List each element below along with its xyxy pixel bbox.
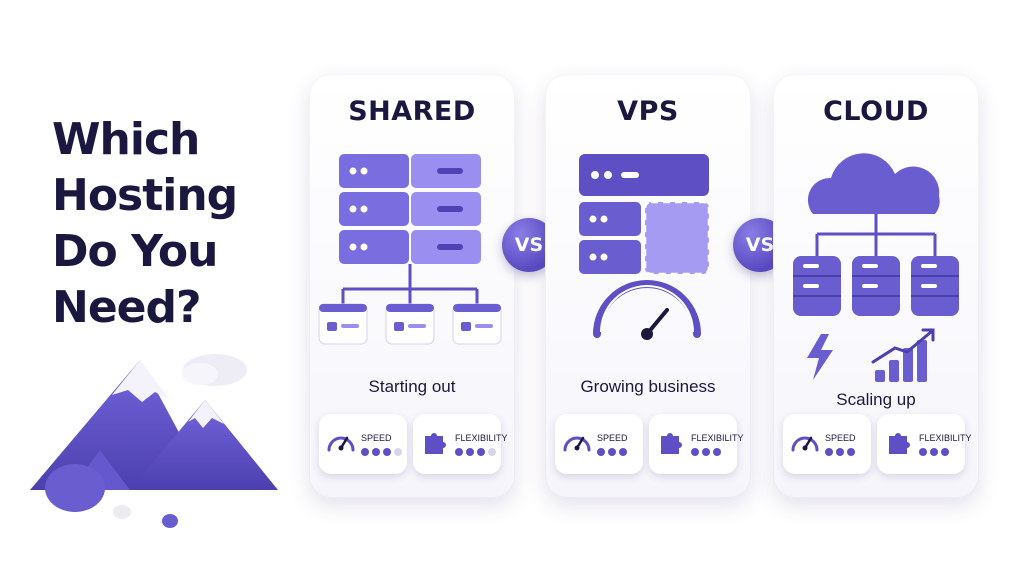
server-stack-shared-icon [318, 154, 502, 345]
metric-flexibility: FLEXIBILITY [649, 414, 744, 474]
rating-dot [691, 448, 699, 456]
headline: Which Hosting Do You Need? [52, 112, 292, 336]
rating-dots [455, 448, 496, 456]
rating-dot [361, 448, 369, 456]
rating-dot [597, 448, 605, 456]
metric-speed: SPEED [319, 414, 407, 474]
card-caption: Starting out [368, 377, 456, 396]
speedometer-icon [563, 436, 591, 452]
cloud-network-icon [793, 153, 959, 382]
speedometer-icon [791, 436, 819, 452]
metric-flexibility: FLEXIBILITY [413, 414, 508, 474]
headline-line: Hosting [52, 170, 238, 221]
metric-flexibility: FLEXIBILITY [877, 414, 972, 474]
rating-dots [691, 448, 721, 456]
headline-line: Need? [52, 282, 202, 333]
metric-speed: SPEED [555, 414, 643, 474]
rating-dot [394, 448, 402, 456]
card-title: CLOUD [823, 96, 929, 127]
hosting-card-vps[interactable]: VPS Growing business SPEED FLEXIBILITY [545, 74, 751, 498]
card-caption: Growing business [580, 377, 716, 396]
puzzle-icon [425, 433, 446, 454]
rating-dot [608, 448, 616, 456]
rating-dot [477, 448, 485, 456]
rating-dot [702, 448, 710, 456]
rating-dots [825, 448, 855, 456]
rating-dot [619, 448, 627, 456]
speedometer-icon [327, 436, 355, 452]
rating-dot [466, 448, 474, 456]
metric-label: SPEED [597, 433, 628, 443]
hosting-card-cloud[interactable]: CLOUD Scaling up [773, 74, 979, 498]
server-partition-icon [579, 154, 711, 340]
rating-dot [847, 448, 855, 456]
card-title: SHARED [348, 96, 476, 127]
puzzle-icon [661, 433, 682, 454]
puzzle-icon [889, 433, 910, 454]
headline-line: Which [52, 114, 200, 165]
rating-dot [383, 448, 391, 456]
rating-dot [825, 448, 833, 456]
metric-speed: SPEED [783, 414, 871, 474]
rating-dot [836, 448, 844, 456]
rating-dots [361, 448, 402, 456]
rating-dot [713, 448, 721, 456]
headline-line: Do You [52, 226, 218, 277]
mountains-illustration-icon [30, 354, 278, 528]
rating-dot [941, 448, 949, 456]
metric-label: FLEXIBILITY [691, 433, 744, 443]
card-title: VPS [617, 96, 679, 127]
metric-label: SPEED [361, 433, 392, 443]
rating-dot [455, 448, 463, 456]
card-caption: Scaling up [836, 390, 916, 409]
rating-dot [930, 448, 938, 456]
rating-dot [488, 448, 496, 456]
metric-label: FLEXIBILITY [455, 433, 508, 443]
metric-label: SPEED [825, 433, 856, 443]
metric-label: FLEXIBILITY [919, 433, 972, 443]
rating-dots [919, 448, 949, 456]
rating-dot [372, 448, 380, 456]
rating-dot [919, 448, 927, 456]
hosting-card-shared[interactable]: SHARED Starti [309, 74, 515, 498]
rating-dots [597, 448, 627, 456]
